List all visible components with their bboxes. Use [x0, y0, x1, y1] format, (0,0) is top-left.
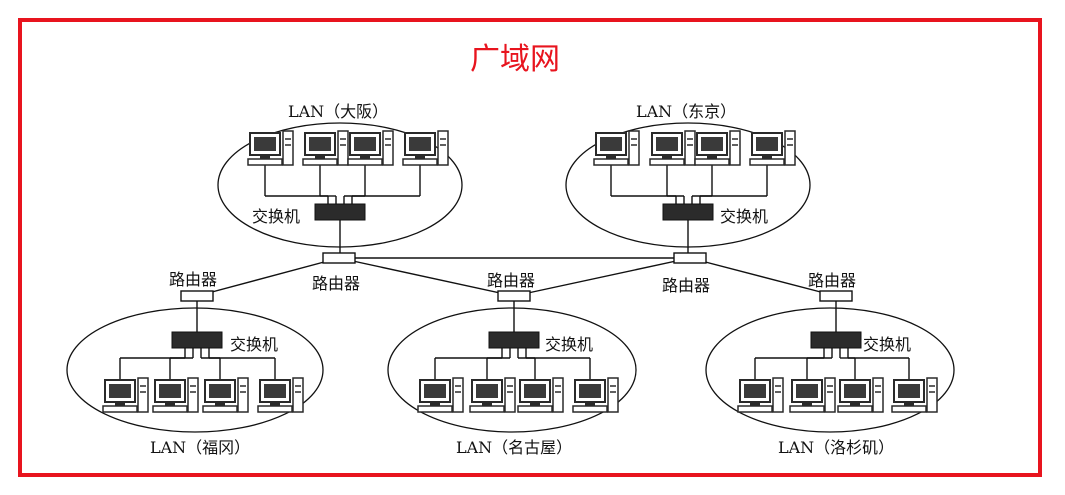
- diagram-title: 广域网: [470, 42, 560, 77]
- computer-icon: [517, 377, 564, 413]
- router-label-fukuoka: 路由器: [169, 270, 218, 289]
- computer-icon: [257, 377, 304, 413]
- router-icon: [819, 290, 853, 302]
- switch-label-fukuoka: 交换机: [230, 335, 279, 354]
- lan-label-fukuoka: LAN（福冈）: [150, 438, 251, 457]
- router-label-losangeles: 路由器: [808, 271, 857, 290]
- switch-icon: [662, 203, 714, 221]
- switch-label-tokyo: 交换机: [720, 207, 769, 226]
- computer-icon: [649, 130, 696, 166]
- computer-icon: [469, 377, 516, 413]
- wan-link: [338, 257, 515, 297]
- wan-link: [689, 257, 837, 297]
- router-icon: [673, 252, 707, 264]
- switch-icon: [488, 331, 540, 349]
- computer-icon: [347, 130, 394, 166]
- router-icon: [497, 290, 531, 302]
- switch-icon: [314, 203, 366, 221]
- computer-icon: [572, 377, 619, 413]
- computer-icon: [402, 130, 449, 166]
- computer-icon: [749, 130, 796, 166]
- lan-label-losangeles: LAN（洛杉矶）: [778, 438, 895, 457]
- wan-link: [513, 257, 691, 297]
- computer-icon: [202, 377, 249, 413]
- computer-icon: [891, 377, 938, 413]
- computer-icon: [152, 377, 199, 413]
- computer-icon: [737, 377, 784, 413]
- switch-label-nagoya: 交换机: [545, 335, 594, 354]
- computer-icon: [417, 377, 464, 413]
- switch-label-losangeles: 交换机: [863, 335, 912, 354]
- computer-icon: [837, 377, 884, 413]
- lan-label-osaka: LAN（大阪）: [288, 102, 389, 121]
- switch-icon: [171, 331, 223, 349]
- computer-icon: [302, 130, 349, 166]
- router-label-nagoya: 路由器: [487, 271, 536, 290]
- lan-label-nagoya: LAN（名古屋）: [456, 438, 573, 457]
- computer-icon: [247, 130, 294, 166]
- switch-label-osaka: 交换机: [252, 207, 301, 226]
- wan-link: [196, 257, 340, 297]
- switch-icon: [810, 331, 862, 349]
- lan-label-tokyo: LAN（东京）: [636, 102, 737, 121]
- diagram-frame: [18, 18, 1042, 477]
- computer-icon: [694, 130, 741, 166]
- computer-icon: [593, 130, 640, 166]
- router-label-osaka: 路由器: [312, 274, 361, 293]
- router-label-tokyo: 路由器: [662, 276, 711, 295]
- router-icon: [322, 252, 356, 264]
- router-icon: [180, 290, 214, 302]
- lan-boundary-fukuoka: [66, 307, 324, 433]
- computer-icon: [102, 377, 149, 413]
- computer-icon: [789, 377, 836, 413]
- lan-boundary-losangeles: [705, 307, 955, 433]
- lan-boundary-nagoya: [387, 307, 637, 433]
